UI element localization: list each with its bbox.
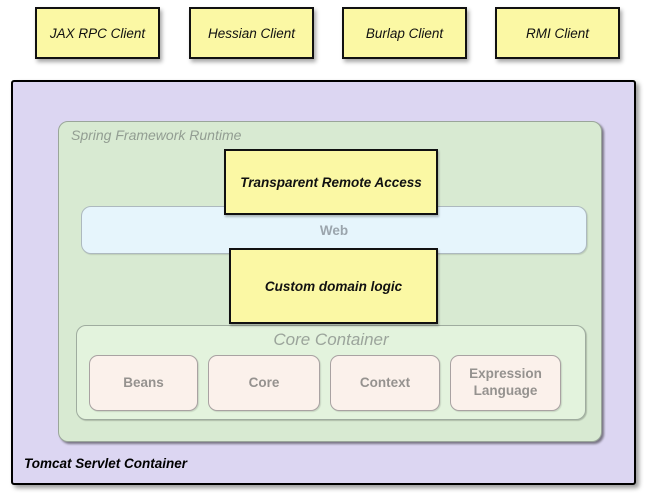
- tomcat-servlet-container: Spring Framework Runtime Web Transparent…: [11, 80, 636, 485]
- module-label-beans: Beans: [123, 374, 164, 390]
- client-box-jax-rpc: JAX RPC Client: [35, 7, 160, 59]
- core-container-title: Core Container: [273, 330, 389, 349]
- module-box-expression-language: Expression Language: [450, 355, 561, 411]
- tomcat-container-label: Tomcat Servlet Container: [24, 456, 188, 471]
- spring-runtime-label: Spring Framework Runtime: [71, 127, 242, 143]
- client-box-hessian: Hessian Client: [189, 7, 314, 59]
- module-label-context: Context: [359, 374, 411, 390]
- module-label-core: Core: [248, 374, 280, 390]
- module-box-beans: Beans: [89, 355, 198, 411]
- web-layer-label: Web: [319, 222, 349, 238]
- client-label-burlap: Burlap Client: [365, 25, 444, 41]
- transparent-remote-access-box: Transparent Remote Access: [224, 149, 438, 215]
- spring-framework-runtime: Spring Framework Runtime Web Transparent…: [58, 121, 602, 442]
- transparent-remote-access-label: Transparent Remote Access: [240, 174, 422, 190]
- custom-domain-logic-box: Custom domain logic: [229, 248, 438, 324]
- core-container: Core Container Beans Core Context Expres…: [76, 325, 586, 420]
- client-box-rmi: RMI Client: [495, 7, 620, 59]
- client-label-jax-rpc: JAX RPC Client: [49, 25, 146, 41]
- client-label-hessian: Hessian Client: [207, 25, 296, 41]
- custom-domain-logic-label: Custom domain logic: [264, 278, 403, 294]
- core-module-row: Beans Core Context Expression Language: [89, 355, 561, 411]
- module-box-context: Context: [330, 355, 440, 411]
- client-label-rmi: RMI Client: [525, 25, 589, 41]
- module-box-core: Core: [208, 355, 320, 411]
- client-box-burlap: Burlap Client: [342, 7, 467, 59]
- module-label-expression-language: Expression Language: [469, 366, 542, 398]
